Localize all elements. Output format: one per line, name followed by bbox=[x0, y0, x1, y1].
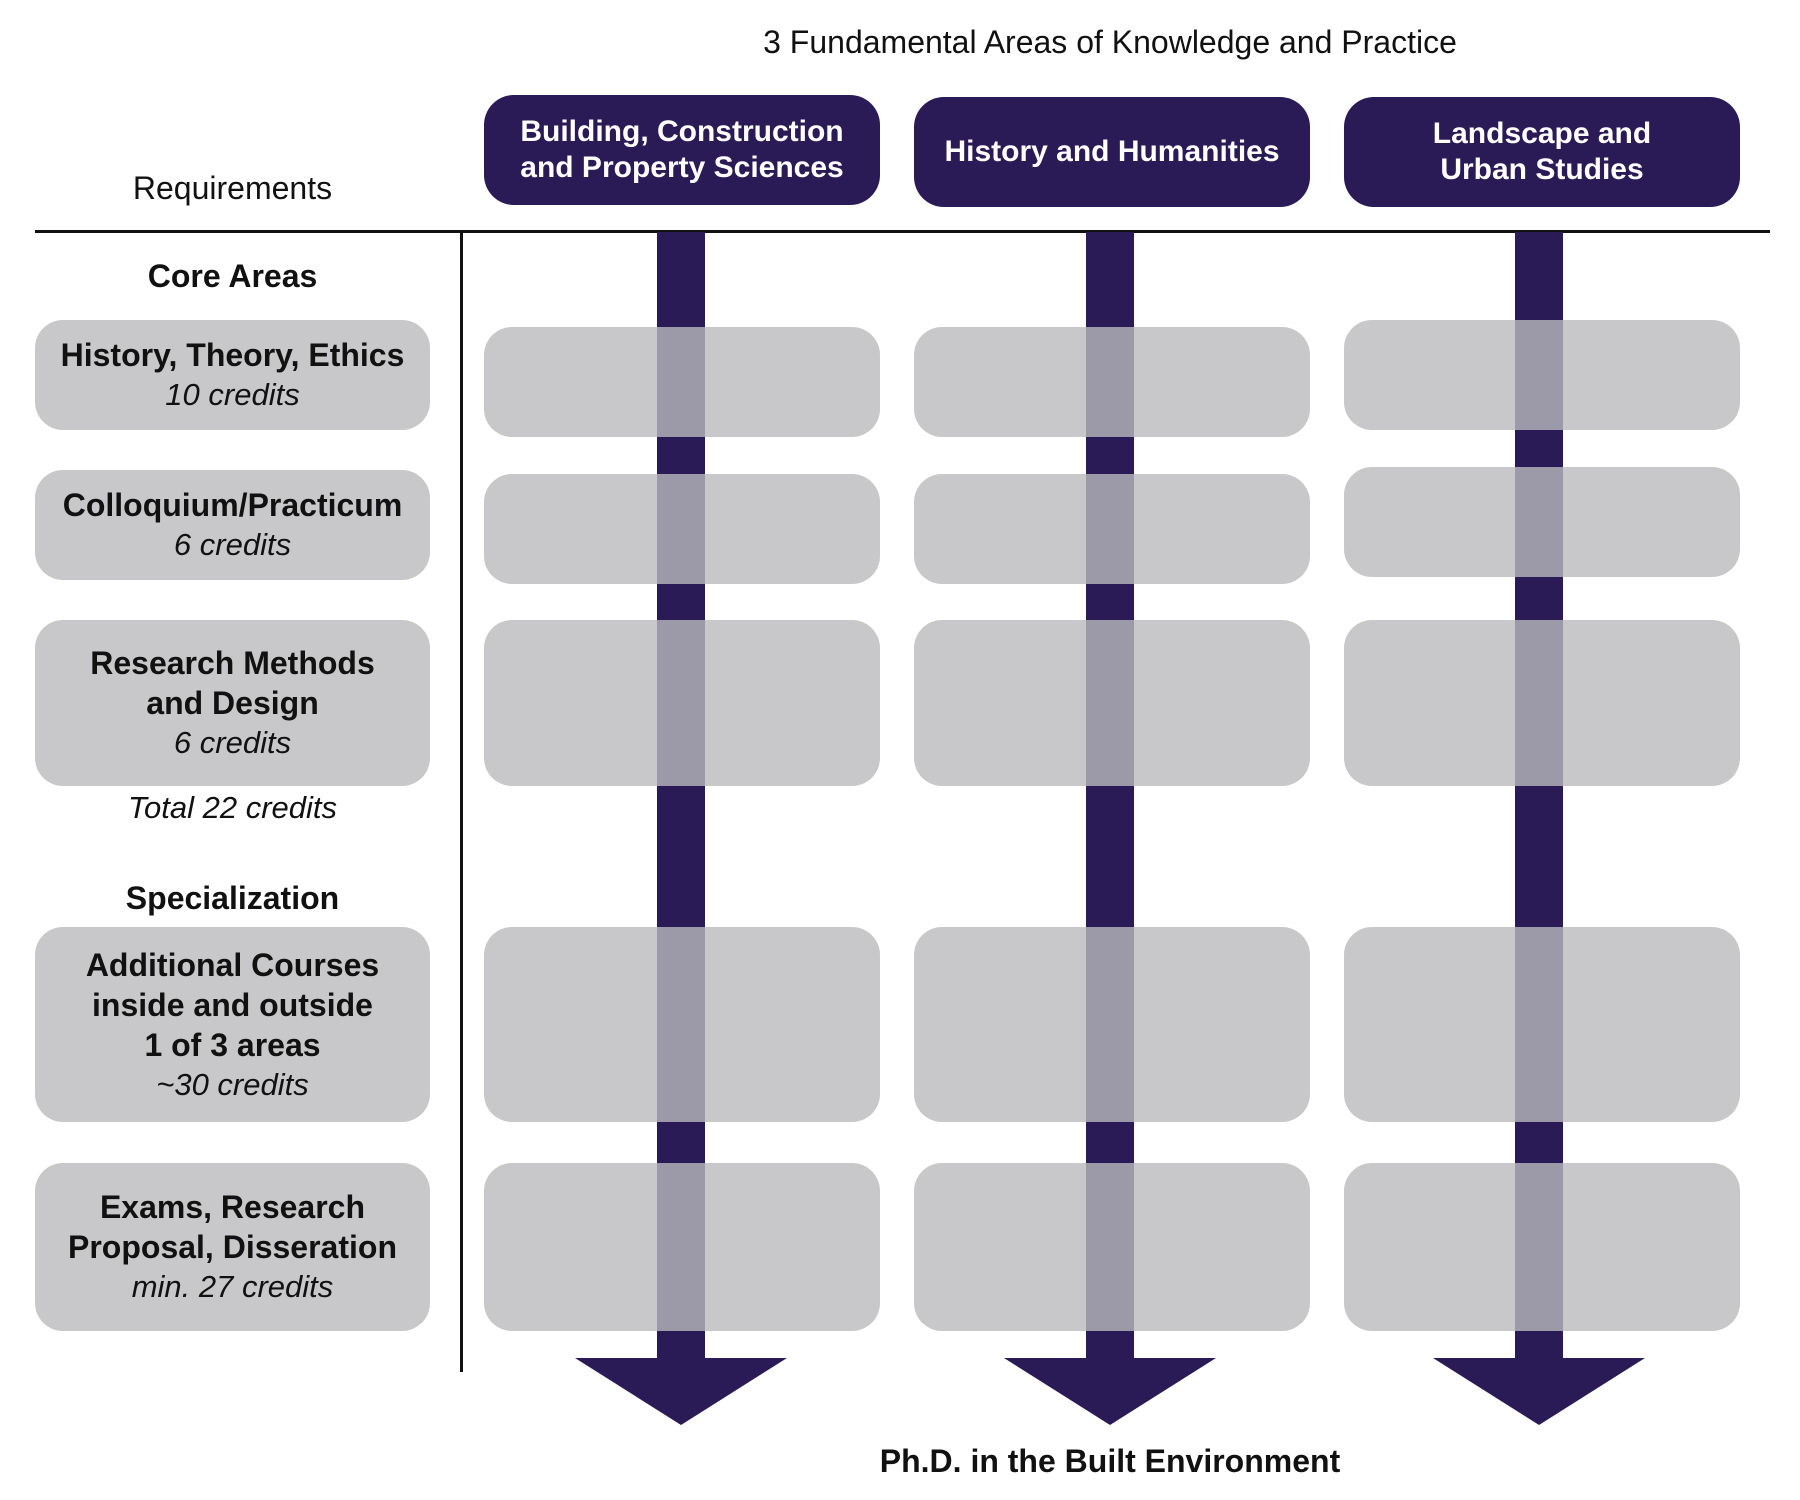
phd-outcome: Ph.D. in the Built Environment bbox=[879, 1443, 1341, 1479]
area-header-history: History and Humanities bbox=[914, 97, 1310, 207]
req-name: Exams, Research Proposal, Disseration bbox=[68, 1189, 397, 1265]
req-name: Additional Courses inside and outside 1 … bbox=[85, 946, 380, 1063]
diagram-title: 3 Fundamental Areas of Knowledge and Pra… bbox=[763, 24, 1457, 60]
grid-cell-building-5 bbox=[484, 1163, 880, 1331]
requirements-header: Requirements bbox=[132, 170, 333, 206]
arrow-head-building bbox=[575, 1358, 787, 1425]
grid-cell-building-3 bbox=[484, 620, 880, 786]
grid-cell-history-2 bbox=[914, 474, 1310, 584]
arrow-head-history bbox=[1004, 1358, 1216, 1425]
grid-cell-building-2 bbox=[484, 474, 880, 584]
arrow-head-landscape bbox=[1433, 1358, 1645, 1425]
grid-cell-building-1 bbox=[484, 327, 880, 437]
req-colloquium-practicum: Colloquium/Practicum 6 credits bbox=[35, 470, 430, 580]
header-divider bbox=[35, 230, 1770, 233]
req-additional-courses: Additional Courses inside and outside 1 … bbox=[35, 927, 430, 1122]
grid-cell-landscape-1 bbox=[1344, 320, 1740, 430]
grid-cell-landscape-4 bbox=[1344, 927, 1740, 1122]
grid-cell-history-4 bbox=[914, 927, 1310, 1122]
req-exams-dissertation: Exams, Research Proposal, Disseration mi… bbox=[35, 1163, 430, 1331]
core-areas-heading: Core Areas bbox=[147, 258, 318, 294]
req-credits: 10 credits bbox=[165, 377, 300, 412]
req-name: Colloquium/Practicum bbox=[62, 487, 403, 523]
req-history-theory-ethics: History, Theory, Ethics 10 credits bbox=[35, 320, 430, 430]
req-credits: 6 credits bbox=[173, 725, 292, 760]
req-credits: 6 credits bbox=[173, 527, 292, 562]
req-credits: min. 27 credits bbox=[131, 1269, 334, 1304]
grid-cell-history-5 bbox=[914, 1163, 1310, 1331]
grid-cell-landscape-2 bbox=[1344, 467, 1740, 577]
req-research-methods: Research Methods and Design 6 credits bbox=[35, 620, 430, 786]
grid-cell-history-1 bbox=[914, 327, 1310, 437]
core-total-credits: Total 22 credits bbox=[127, 790, 338, 825]
column-divider bbox=[460, 232, 463, 1372]
area-header-landscape: Landscape and Urban Studies bbox=[1344, 97, 1740, 207]
req-name: Research Methods and Design bbox=[90, 645, 375, 721]
area-header-building: Building, Construction and Property Scie… bbox=[484, 95, 880, 205]
grid-cell-landscape-3 bbox=[1344, 620, 1740, 786]
grid-cell-landscape-5 bbox=[1344, 1163, 1740, 1331]
specialization-heading: Specialization bbox=[125, 880, 340, 916]
grid-cell-building-4 bbox=[484, 927, 880, 1122]
req-name: History, Theory, Ethics bbox=[60, 337, 405, 373]
req-credits: ~30 credits bbox=[156, 1066, 309, 1102]
grid-cell-history-3 bbox=[914, 620, 1310, 786]
